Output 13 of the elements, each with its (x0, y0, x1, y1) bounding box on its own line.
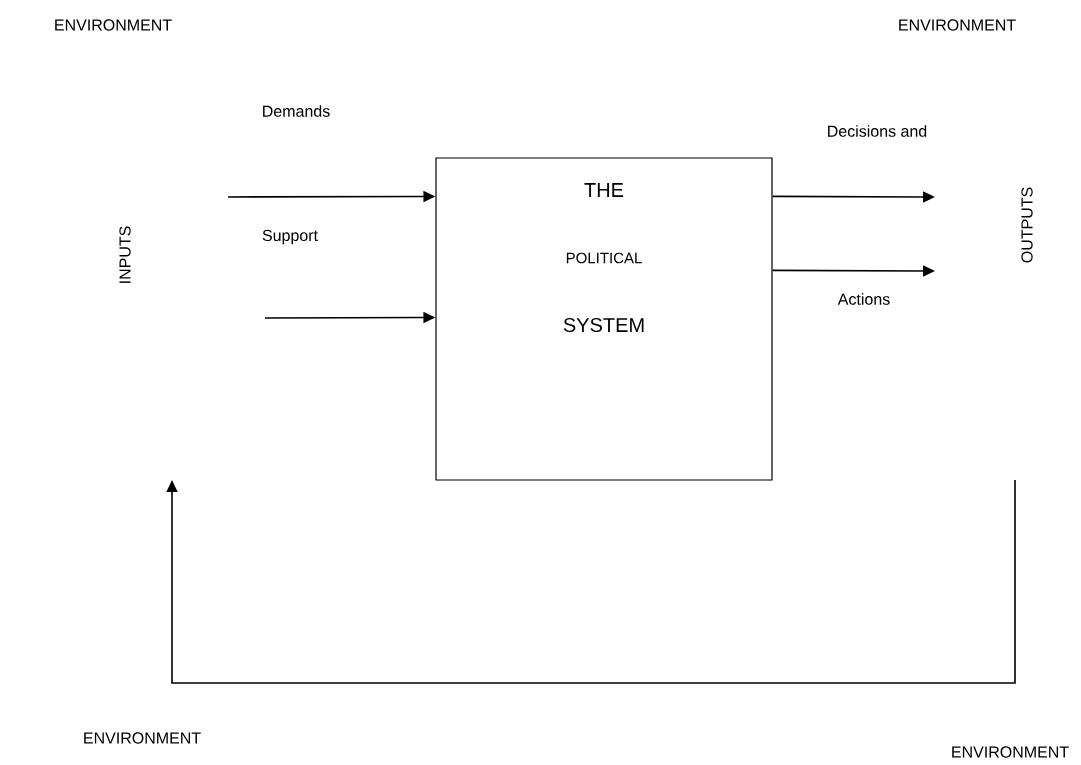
text-label: Support (262, 229, 318, 245)
text-label: ENVIRONMENT (952, 746, 1069, 758)
box-text: THE (584, 183, 624, 197)
text-label: Decisions and (828, 125, 927, 137)
text-label: Actions (837, 293, 890, 305)
text-label: Demands (263, 105, 330, 117)
box-text: POLITICAL (566, 252, 642, 264)
text-label: ENVIRONMENT (899, 19, 1016, 31)
side-label: OUTPUTS (1021, 187, 1033, 263)
box-text: SYSTEM (563, 317, 644, 333)
side-label: INPUTS (119, 226, 131, 283)
text-label: ENVIRONMENT (84, 732, 201, 744)
text-label: ENVIRONMENT (55, 19, 172, 31)
